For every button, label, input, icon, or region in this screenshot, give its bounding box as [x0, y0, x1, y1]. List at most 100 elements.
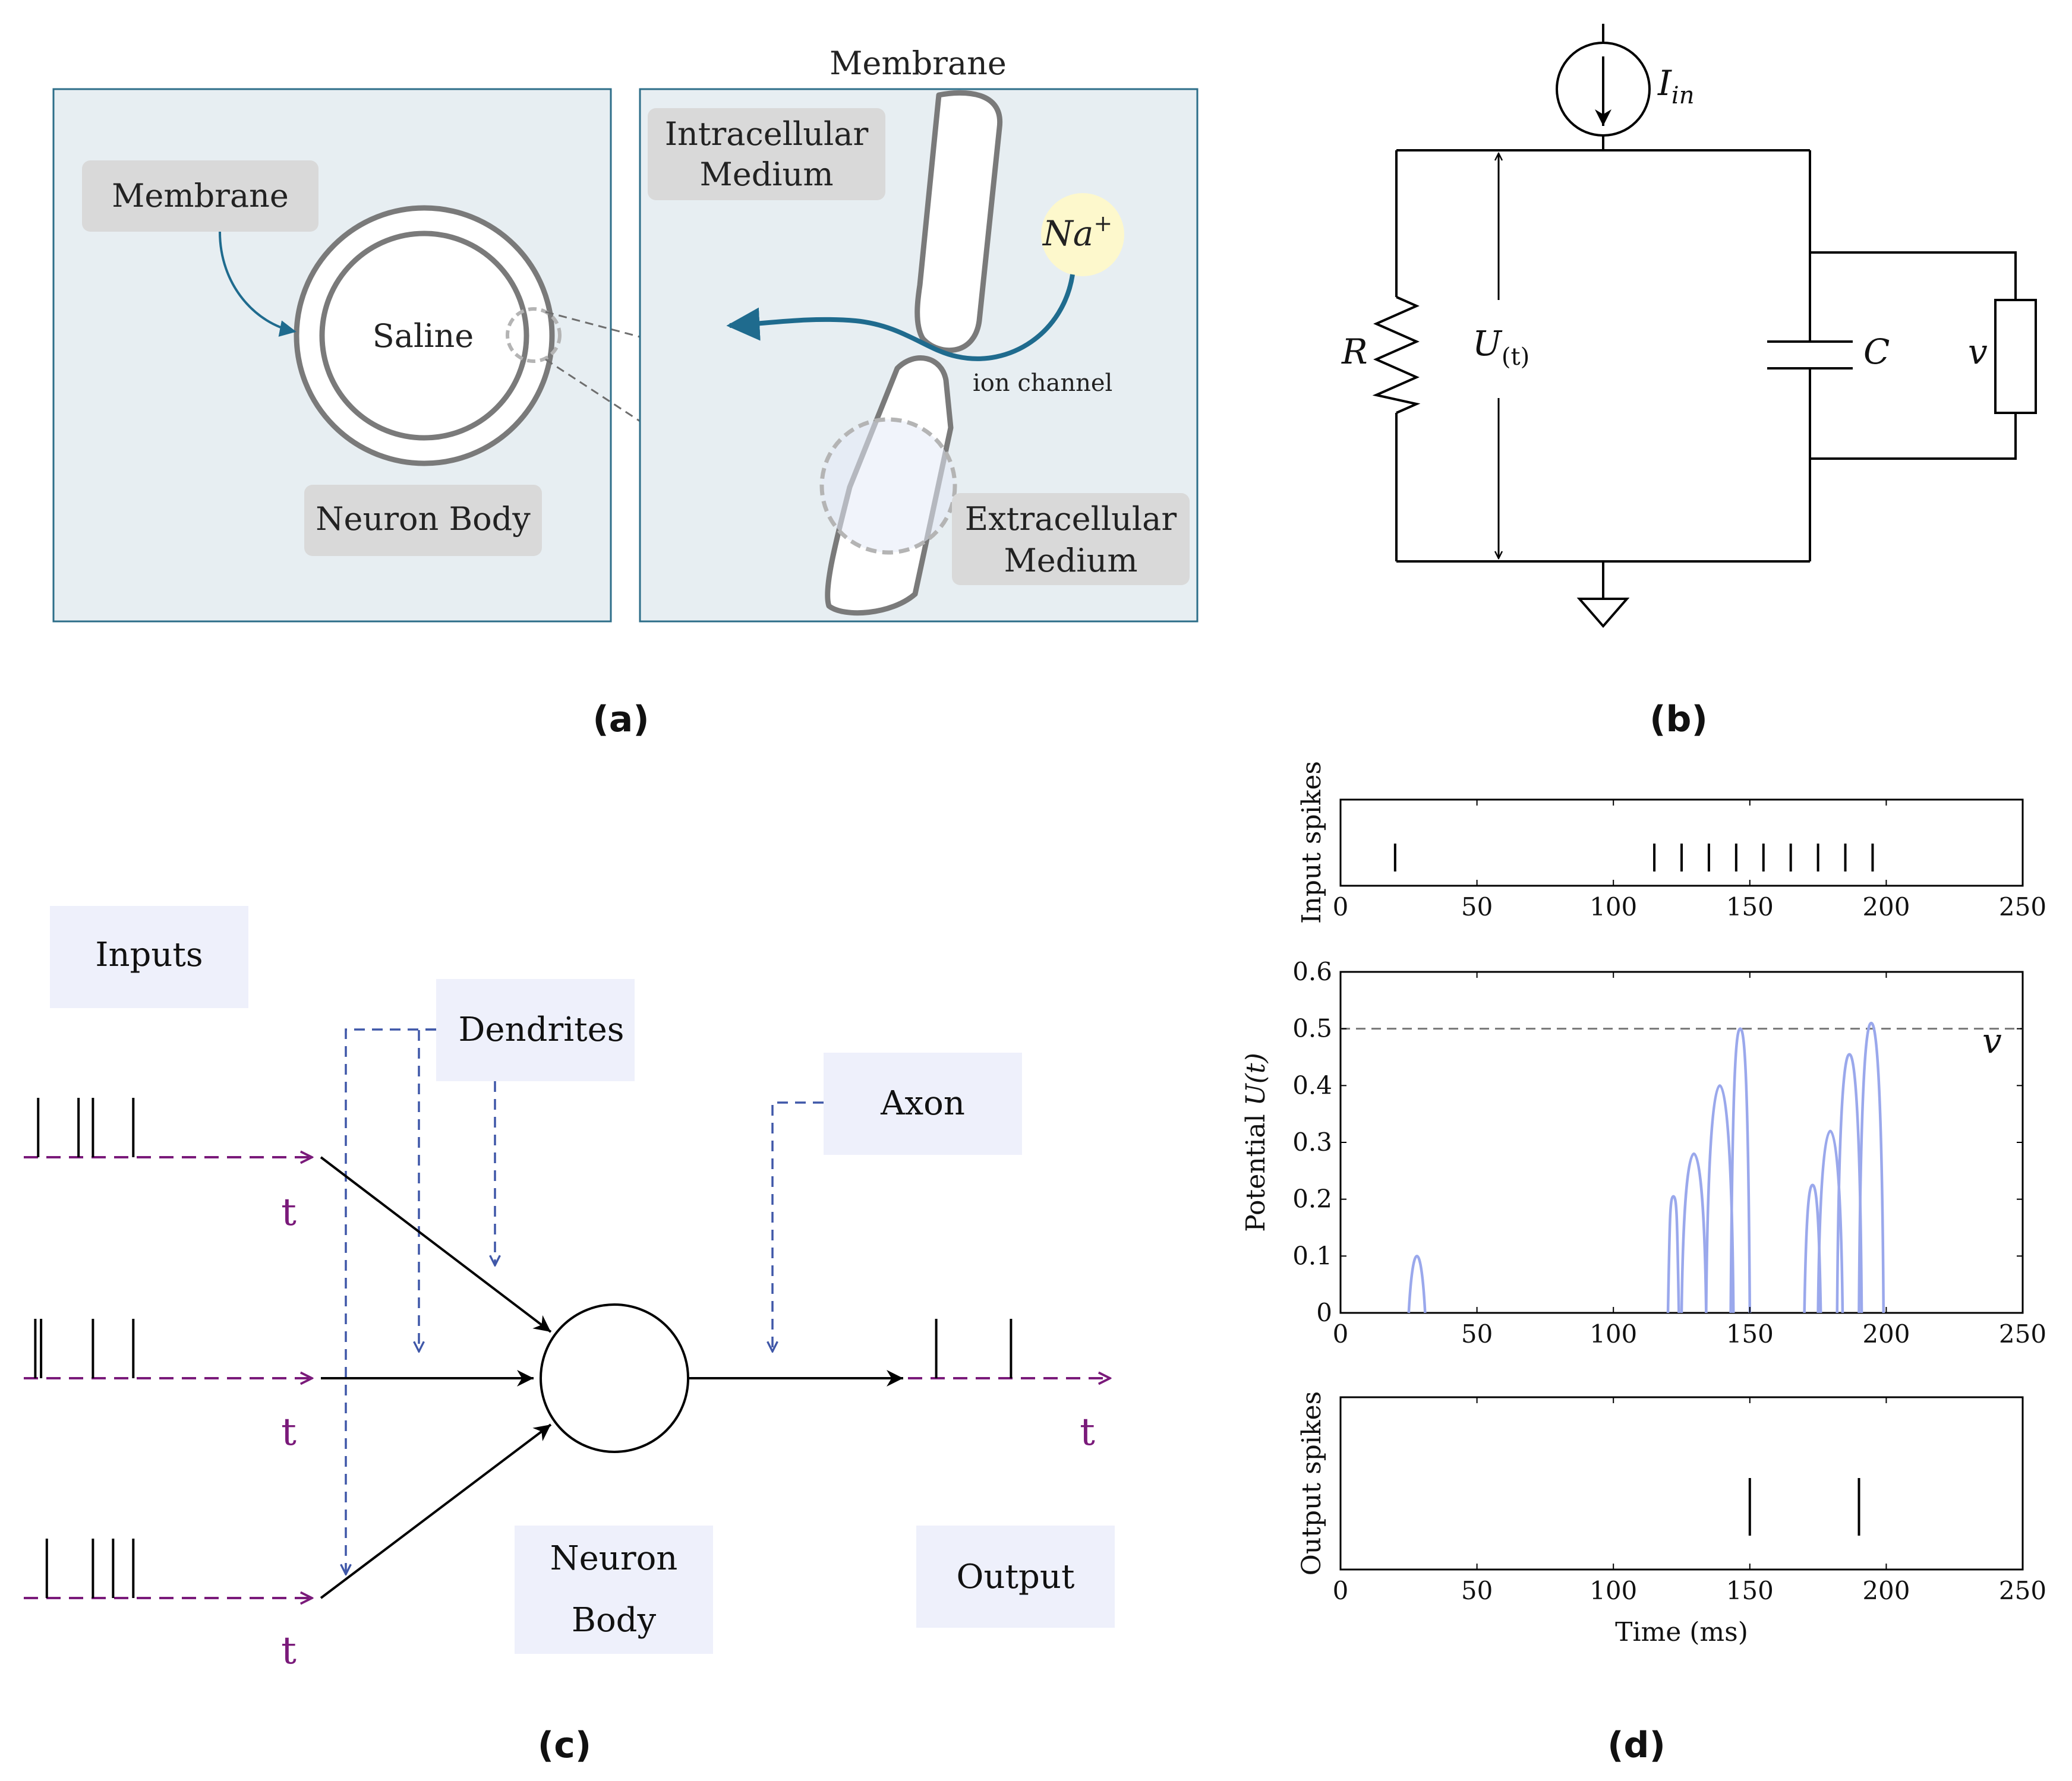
neuron-body-label: Neuron Body: [316, 500, 531, 538]
input-spikes-xtick-label-150: 150: [1726, 892, 1774, 921]
panel-a: Membrane Saline Neuron Body Membrane Int…: [52, 45, 1199, 740]
axon-pointer: [772, 1101, 824, 1351]
capacitor-label: C: [1863, 331, 1890, 372]
input-spikes-xtick-label-0: 0: [1333, 892, 1349, 921]
neuron-body-box: [515, 1526, 713, 1654]
input-spikes-xtick-label-100: 100: [1590, 892, 1637, 921]
resistor-label: R: [1341, 331, 1368, 372]
output-spikes-xtick-label-100: 100: [1590, 1576, 1637, 1605]
potential-ytick-label-0.2: 0.2: [1292, 1185, 1332, 1214]
sodium-ion-base: Na: [1042, 213, 1093, 254]
time-label-1: t: [281, 1191, 297, 1234]
panel-d: Input spikes 0 50 100 150 200 250 Potential U…: [1241, 761, 2046, 1647]
current-label-base: I: [1657, 63, 1672, 103]
zoom-detail-circle: [819, 417, 957, 555]
time-label-output: t: [1080, 1410, 1095, 1454]
input-spikes-ylabel: Input spikes: [1297, 761, 1327, 924]
synapse-1: [320, 1156, 552, 1333]
potential-xtick-label-100: 100: [1590, 1319, 1637, 1349]
membrane-label: Membrane: [112, 177, 289, 214]
membrane-pointer-arrow: [219, 231, 297, 337]
potential-ytick-label-0.3: 0.3: [1292, 1128, 1332, 1157]
output-spikes-plot-frame: [1339, 1396, 2024, 1571]
neuron-body-line1: Neuron: [550, 1539, 678, 1578]
voltage-label-base: U: [1472, 323, 1503, 364]
potential-ytick-label-0: 0: [1316, 1298, 1332, 1327]
neuron-node: [540, 1303, 689, 1453]
caption-a: (a): [592, 699, 649, 740]
potential-yticks: 00.10.20.30.40.50.6: [1292, 957, 2023, 1327]
inputs-label-box: [50, 906, 248, 1008]
potential-xtick-label-50: 50: [1461, 1319, 1493, 1349]
potential-xtick-label-150: 150: [1726, 1319, 1774, 1349]
threshold-text: v: [1982, 1021, 2002, 1061]
inputs-label: Inputs: [95, 936, 203, 974]
output-spikes-ylabel: Output spikes: [1297, 1391, 1327, 1575]
membrane-inner-ring: [319, 230, 529, 441]
time-label-3: t: [281, 1629, 297, 1673]
potential-pulse-1: [1407, 1255, 1427, 1313]
membrane-title: Membrane: [830, 45, 1007, 82]
panel-b-labels: Iin U(t) R C v: [1341, 63, 1988, 372]
output-spikes-xtick-label-250: 250: [1999, 1576, 2046, 1605]
panel-a-right: Membrane Intracellular Medium Na+ ion ch…: [639, 45, 1199, 623]
resistor: [1372, 296, 1421, 414]
synapse-3: [320, 1423, 552, 1599]
threshold-branch-bottom: [1810, 413, 2017, 460]
potential-xtick-label-250: 250: [1999, 1319, 2046, 1349]
extracellular-label-line1: Extracellular: [965, 500, 1177, 538]
threshold-element: [1994, 299, 2037, 414]
input-spikes-plot-frame: [1339, 798, 2024, 887]
potential-ytick-label-0.6: 0.6: [1292, 957, 1332, 986]
potential-xtick-label-200: 200: [1862, 1319, 1910, 1349]
potential-ytick-label-0.4: 0.4: [1292, 1071, 1332, 1100]
potential-pulse-8: [1836, 1053, 1863, 1313]
output-label: Output: [957, 1558, 1075, 1596]
membrane-label-box: [82, 160, 318, 232]
panel-b: [1372, 24, 2037, 629]
sodium-ion-label: Na+: [1042, 210, 1112, 254]
threshold-label: v: [1968, 331, 1988, 372]
potential-ytick-label-0.5: 0.5: [1292, 1014, 1332, 1043]
neuron-body-line2: Body: [572, 1601, 657, 1640]
dendrite-pointer-long: [346, 1028, 436, 1574]
dendrite-pointers: [346, 1028, 824, 1574]
voltage-label-sub: (t): [1502, 343, 1529, 371]
output-label-box: [916, 1526, 1115, 1628]
output-spikes-xtick-label-50: 50: [1461, 1576, 1493, 1605]
extracellular-label-line2: Medium: [1004, 542, 1137, 579]
potential-pulse-5: [1729, 1027, 1752, 1313]
input-spikes-xtick-label-200: 200: [1862, 892, 1910, 921]
membrane-upper-segment: [914, 90, 1003, 353]
dendrites-label: Dendrites: [458, 1011, 624, 1049]
neuron-body-label-box: [304, 485, 542, 556]
output-spikes-marks: [1748, 1478, 1860, 1536]
ion-flow-arrow: [726, 274, 1075, 361]
time-label-2: t: [281, 1410, 297, 1454]
potential-ylabel-prefix: Potential: [1241, 1106, 1271, 1231]
potential-pulse-3: [1680, 1152, 1708, 1313]
output-spikes-xtick-label-150: 150: [1726, 1576, 1774, 1605]
potential-ylabel-var: U(t): [1241, 1053, 1271, 1106]
time-axis-label: Time (ms): [1615, 1617, 1748, 1647]
intracellular-label-line1: Intracellular: [665, 115, 869, 153]
sodium-ion: [1041, 193, 1124, 276]
spike-trains: [34, 1098, 1013, 1598]
time-axes: [24, 1157, 1110, 1598]
dendrite-pointer-mid: [419, 1028, 436, 1351]
saline-label: Saline: [373, 317, 474, 355]
ion-channel-label: ion channel: [973, 370, 1112, 397]
axon-label-box: [824, 1053, 1022, 1155]
input-spikes-xtick-label-250: 250: [1999, 892, 2046, 921]
potential-pulse-9: [1857, 1021, 1885, 1313]
caption-d: (d): [1607, 1725, 1666, 1766]
caption-c: (c): [538, 1725, 591, 1766]
voltage-label: U(t): [1472, 323, 1529, 371]
current-label: Iin: [1657, 63, 1694, 109]
panel-a-left: Membrane Saline Neuron Body: [52, 88, 612, 623]
connections: [320, 1156, 903, 1599]
output-spikes-xtick-label-0: 0: [1333, 1576, 1349, 1605]
